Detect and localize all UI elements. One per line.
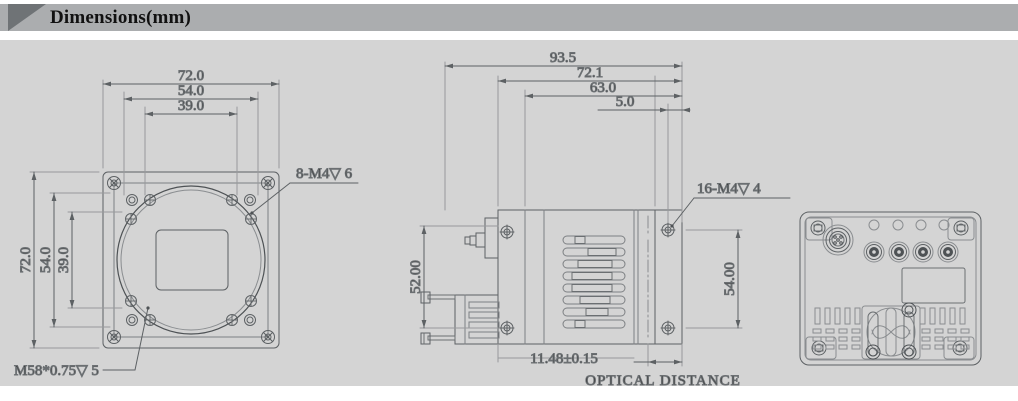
indicator-led [915,219,927,231]
side-dim-v-right: 54.00 [722,262,738,296]
side-lens-mount [464,217,499,259]
front-dim-v-2: 39.0 [56,247,72,273]
side-callout-screw: 16-M4▽ 4 [697,181,761,197]
front-sensor-rect [155,229,229,291]
front-extension-lines [29,79,280,349]
front-dim-v-1: 54.0 [38,247,54,273]
front-dim-vertical [31,171,75,349]
rear-vent-grille [812,307,970,350]
indicator-led [938,219,950,231]
side-dim-h-3: 5.0 [616,94,635,110]
side-vent-fins [562,235,626,329]
side-dim-v-left: 52.00 [408,260,424,294]
front-dim-h-1: 54.0 [178,83,204,99]
side-dim-horizontal [444,63,691,113]
front-corner-screws [107,176,275,344]
front-mounting-holes [125,194,257,326]
front-callout-thread: M58*0.75▽ 5 [14,363,99,379]
side-optical-label: OPTICAL DISTANCE [585,373,741,386]
front-view: 72.0 54.0 39.0 72.0 54.0 39.0 8-M4▽ 6 M5… [14,68,359,380]
page-title: Dimensions(mm) [50,6,192,28]
rear-corner-screws [805,217,975,360]
rear-body-outline [799,211,982,366]
front-lens-circle [116,185,266,335]
rear-label-plate [901,267,966,304]
front-dim-horizontal [102,81,280,117]
side-dim-vertical [421,225,741,329]
rear-circular-connector [822,224,854,256]
bnc-connector [888,241,910,263]
rear-fan-assembly [861,302,921,360]
rear-indicator-leds [868,219,950,231]
rear-bnc-connectors [863,241,959,263]
drawing-canvas: 72.0 54.0 39.0 72.0 54.0 39.0 8-M4▽ 6 M5… [0,40,1018,386]
side-view: 93.5 72.1 63.0 5.0 52.00 54.00 11.48±0.1… [408,50,791,386]
front-callout-thread-leader [102,306,150,371]
bnc-connector [863,241,885,263]
section-header-bar [0,4,1018,31]
side-dim-h-1: 72.1 [577,65,603,81]
side-dim-h-0: 93.5 [550,50,576,66]
side-screws [499,222,676,336]
bnc-connector [912,241,934,263]
side-callout-screw-leader [670,197,791,228]
rear-view [799,211,982,366]
front-dim-h-0: 72.0 [178,68,204,84]
side-extension-lines [419,61,743,367]
side-body-outline [497,209,683,345]
front-dim-h-2: 39.0 [178,98,204,114]
bnc-connector [937,241,959,263]
front-callout-screw: 8-M4▽ 6 [296,166,353,182]
indicator-led [892,219,904,231]
side-bracket [420,291,500,345]
side-dim-h-2: 63.0 [590,80,616,96]
front-body-outline [102,171,280,349]
side-dim-optical [497,357,683,365]
front-callout-screw-leader [250,182,359,215]
front-dim-v-0: 72.0 [18,247,34,273]
header-wedge-icon [8,4,46,31]
indicator-led [868,219,880,231]
side-dim-optical-value: 11.48±0.15 [530,351,598,367]
